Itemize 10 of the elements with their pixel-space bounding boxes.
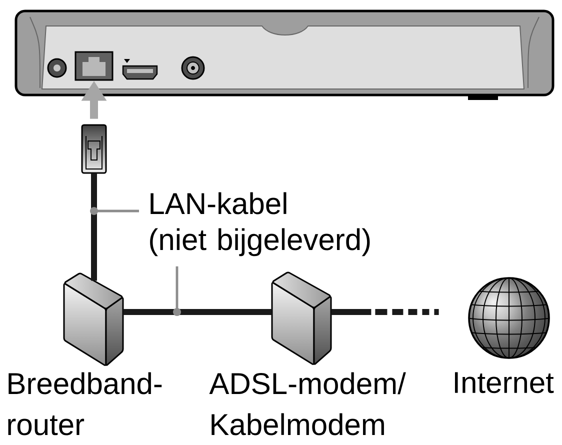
cable-label: LAN-kabel (niet bijgeleverd) (150, 192, 370, 256)
dashed-cable (331, 309, 439, 315)
leader-line (90, 207, 139, 215)
router-label: Breedband- router (8, 372, 162, 436)
modem-label: ADSL-modem/ Kabelmodem (209, 372, 406, 436)
cable (123, 309, 272, 315)
leader-line (173, 266, 181, 316)
lan-plug (81, 124, 107, 174)
cable (91, 173, 97, 281)
internet-label: Internet (454, 372, 554, 394)
